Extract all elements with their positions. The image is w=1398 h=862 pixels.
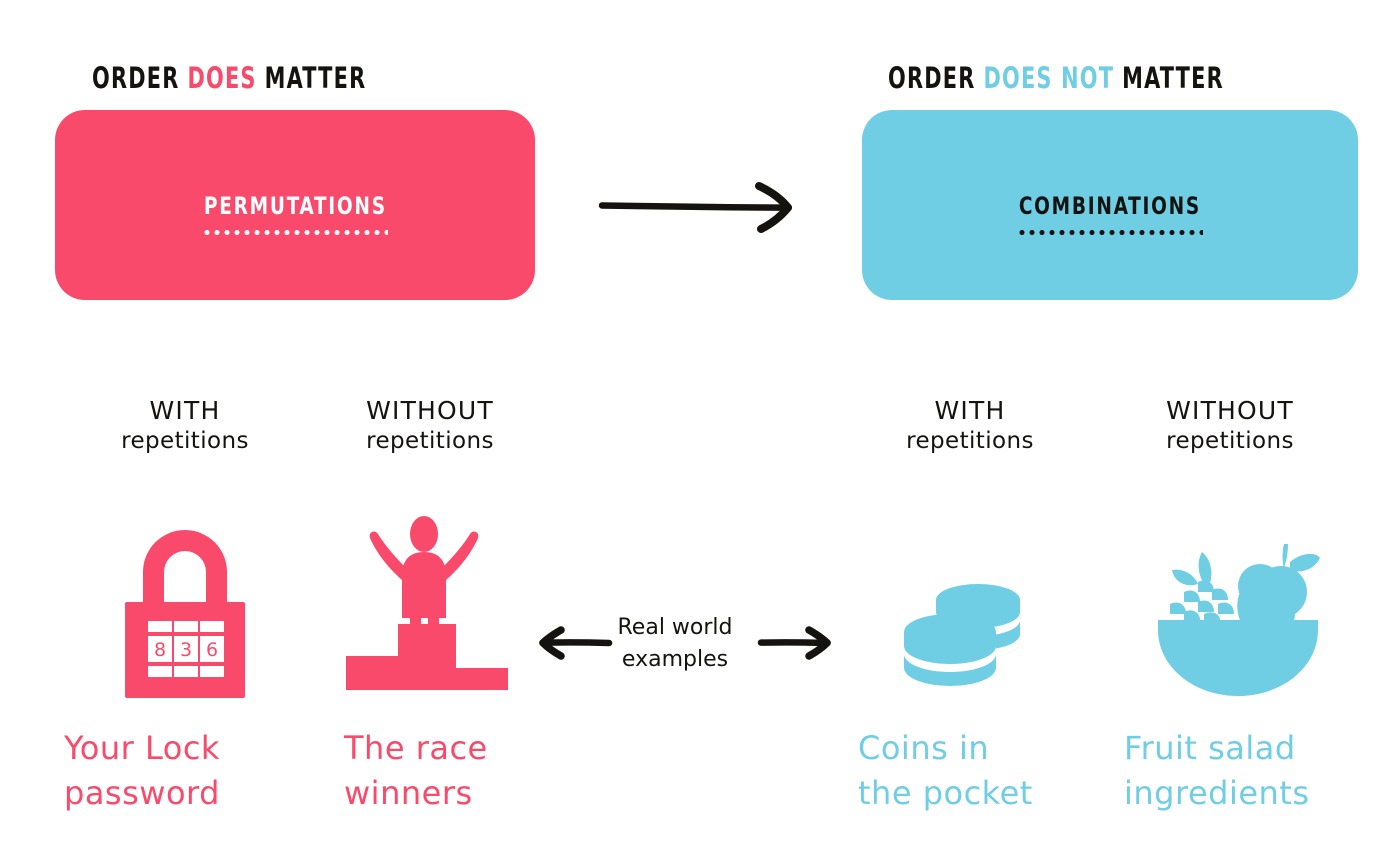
caption-line-2: password: [64, 774, 220, 813]
column-label-top: WITHOUT: [1166, 396, 1294, 425]
real-world-examples-line-1: Real world: [617, 615, 733, 640]
column-label-perm-without: WITHOUT repetitions: [310, 395, 550, 456]
combinations-card[interactable]: Combinations: [862, 110, 1358, 300]
caption-line-2: ingredients: [1124, 774, 1310, 813]
boxes-connector-arrow-icon: [596, 180, 801, 236]
combinations-title-dotted-underline: [1016, 230, 1203, 235]
permutations-card[interactable]: Permutations: [55, 110, 535, 300]
column-label-bottom: repetitions: [906, 428, 1034, 454]
padlock-digit-2: 3: [180, 639, 192, 661]
column-label-perm-with: WITH repetitions: [65, 395, 305, 456]
permutations-title-group: Permutations: [189, 183, 402, 235]
real-world-examples-line-2: examples: [621, 646, 729, 672]
example-caption-coins-pocket: Coins in the pocket: [858, 726, 1118, 817]
left-header-post: MATTER: [264, 61, 367, 95]
combinations-title-group: Combinations: [1004, 183, 1216, 235]
combinations-title: Combinations: [1018, 183, 1202, 223]
real-world-examples-label: Real world examples: [607, 612, 743, 676]
padlock-digit-1: 8: [154, 639, 166, 661]
right-header-highlight: DOES NOT: [983, 61, 1115, 95]
padlock-icon: 8 3 6: [110, 520, 260, 700]
permutations-title: Permutations: [203, 183, 387, 223]
permutations-title-dotted-underline: [201, 230, 388, 235]
column-label-top: WITH: [149, 396, 221, 425]
caption-line-1: The race: [344, 729, 488, 767]
left-header-pre: ORDER: [92, 61, 180, 95]
example-caption-lock-password: Your Lock password: [64, 726, 314, 817]
real-world-examples-left-arrow-icon: [535, 626, 615, 660]
column-label-top: WITH: [934, 396, 1006, 425]
padlock-digit-3: 6: [206, 639, 218, 661]
real-world-examples-right-arrow-icon: [755, 626, 835, 660]
right-header-post: MATTER: [1122, 61, 1224, 95]
column-label-comb-with: WITH repetitions: [850, 395, 1090, 456]
column-label-bottom: repetitions: [1166, 428, 1294, 454]
example-caption-race-winners: The race winners: [344, 726, 594, 817]
left-header-highlight: DOES: [187, 61, 257, 95]
caption-line-2: the pocket: [858, 774, 1033, 813]
fruit-bowl-icon: [1148, 530, 1328, 700]
column-label-comb-without: WITHOUT repetitions: [1110, 395, 1350, 456]
caption-line-1: Fruit salad: [1124, 729, 1296, 767]
right-header-pre: ORDER: [888, 61, 976, 95]
column-label-top: WITHOUT: [366, 396, 494, 425]
caption-line-1: Your Lock: [64, 729, 220, 767]
podium-winner-icon: [336, 512, 521, 702]
caption-line-2: winners: [344, 774, 473, 813]
example-caption-fruit-salad: Fruit salad ingredients: [1124, 726, 1394, 817]
coin-stack-icon: [896, 550, 1046, 700]
column-label-bottom: repetitions: [121, 428, 249, 454]
column-label-bottom: repetitions: [366, 428, 494, 454]
caption-line-1: Coins in: [858, 729, 990, 767]
